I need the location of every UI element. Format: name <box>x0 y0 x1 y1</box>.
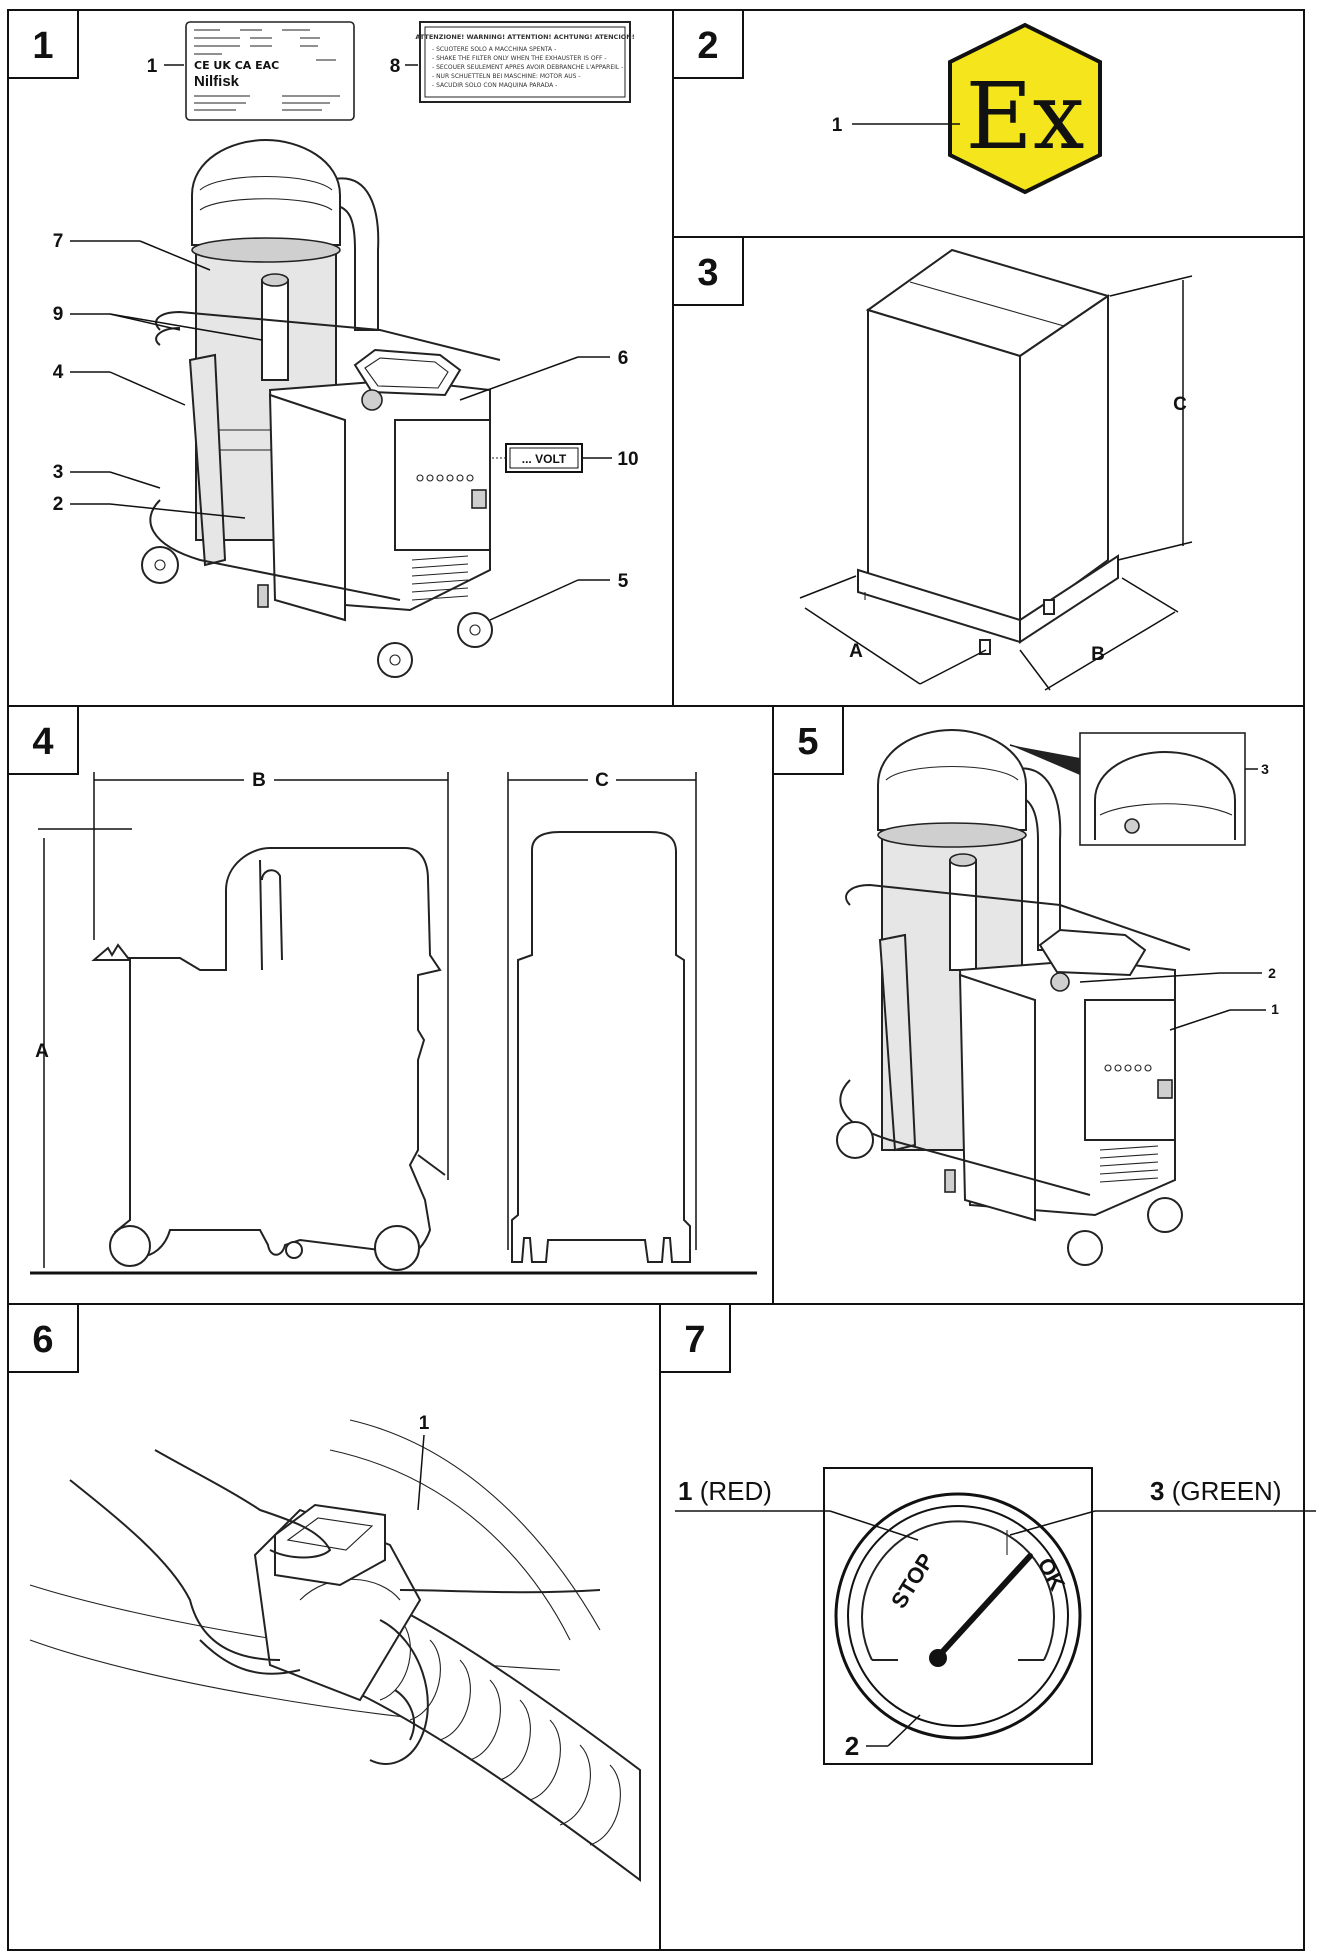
panel-number-1: 1 <box>7 9 79 79</box>
callout-1: 1 <box>832 115 843 136</box>
callout-3: 3 <box>53 462 64 483</box>
panel-number-5: 5 <box>772 705 844 775</box>
panel-6-hose-connection: 1 <box>29 1413 641 1882</box>
panel-number-3: 3 <box>672 236 744 306</box>
callout-8: 8 <box>390 56 401 77</box>
svg-text:5: 5 <box>797 721 818 763</box>
vent-grille <box>411 555 469 601</box>
callout-1: 1 <box>147 56 158 77</box>
callout-2: 2 <box>53 494 64 515</box>
svg-text:7: 7 <box>684 1319 705 1361</box>
svg-text:- NUR SCHUETTELN BEI MASCHINE:: - NUR SCHUETTELN BEI MASCHINE: MOTOR AUS… <box>432 73 581 80</box>
panel-number-7: 7 <box>659 1303 731 1373</box>
rating-plate: CE UK CA EAC Nilfisk <box>185 21 355 121</box>
callout-5: 5 <box>618 571 629 592</box>
vent-grille-2 <box>1099 1145 1159 1183</box>
dim-c: C <box>595 770 609 791</box>
svg-text:ATTENZIONE! WARNING! ATTENTION: ATTENZIONE! WARNING! ATTENTION! ACHTUNG!… <box>415 33 634 41</box>
callout-10: 10 <box>617 449 638 470</box>
panel-1-machine-overview: CE UK CA EAC Nilfisk 1 ATTENZIONE! WARNI… <box>53 21 639 678</box>
svg-text:- SECOUER SEULEMENT APRES AVOI: - SECOUER SEULEMENT APRES AVOIR DEBRANCH… <box>432 64 623 71</box>
panel-3-packaging-dimensions: A B C <box>799 248 1193 691</box>
ex-hexagon <box>948 22 1102 195</box>
panel-number-6: 6 <box>7 1303 79 1373</box>
volt-label: ... VOLT <box>505 443 583 473</box>
dim-a: A <box>849 641 863 662</box>
svg-text:Nilfisk: Nilfisk <box>194 73 240 90</box>
callout-3-green: 3 (GREEN) <box>1150 1476 1281 1506</box>
callout-1: 1 <box>419 1413 430 1434</box>
callout-7: 7 <box>53 231 64 252</box>
inset-filter-head <box>1009 732 1246 846</box>
callout-9: 9 <box>53 304 64 325</box>
dim-b: B <box>1091 644 1105 665</box>
dim-b: B <box>252 770 266 791</box>
panel-4-machine-dimensions: A B C <box>30 768 757 1275</box>
panel-number-4: 4 <box>7 705 79 775</box>
svg-text:- SHAKE THE FILTER ONLY WHEN T: - SHAKE THE FILTER ONLY WHEN THE EXHAUST… <box>432 55 607 62</box>
panel-grid <box>7 9 1305 1951</box>
callout-1: 1 <box>1271 1001 1279 1017</box>
svg-text:4: 4 <box>32 721 53 763</box>
callout-1-red: 1 (RED) <box>678 1476 772 1506</box>
callout-2: 2 <box>1268 965 1276 981</box>
svg-text:6: 6 <box>32 1319 53 1361</box>
indicator-needle <box>932 1553 1033 1663</box>
svg-text:- SACUDIR SOLO CON MAQUINA PAR: - SACUDIR SOLO CON MAQUINA PARADA - <box>432 82 557 89</box>
panel-5-filter-shaker: 3 2 1 <box>836 728 1279 1266</box>
warning-plate: ATTENZIONE! WARNING! ATTENTION! ACHTUNG!… <box>415 21 635 103</box>
svg-text:CE UK CA EAC: CE UK CA EAC <box>194 59 279 72</box>
svg-text:Ex: Ex <box>965 63 1084 170</box>
dim-a: A <box>35 1041 49 1062</box>
dim-c: C <box>1173 394 1187 415</box>
side-view-outline <box>91 847 442 1261</box>
panel-number-2: 2 <box>672 9 744 79</box>
svg-text:... VOLT: ... VOLT <box>522 452 567 466</box>
callout-2: 2 <box>845 1731 859 1761</box>
svg-text:1: 1 <box>32 25 53 67</box>
callout-6: 6 <box>618 348 629 369</box>
callout-4: 4 <box>53 362 64 383</box>
vacuum-machine-drawing-2 <box>836 728 1191 1266</box>
svg-text:2: 2 <box>697 25 718 67</box>
panel-2-ex-symbol: Ex 1 <box>832 22 1102 195</box>
svg-text:- SCUOTERE SOLO A MACCHINA SPE: - SCUOTERE SOLO A MACCHINA SPENTA - <box>432 46 556 53</box>
vacuum-machine-drawing <box>141 138 501 678</box>
front-view-outline <box>511 831 691 1263</box>
svg-text:3: 3 <box>697 252 718 294</box>
callout-3: 3 <box>1261 761 1269 777</box>
panel-7-clog-indicator: STOP OK 1 (RED) 3 (GREEN) 2 <box>675 1467 1316 1765</box>
